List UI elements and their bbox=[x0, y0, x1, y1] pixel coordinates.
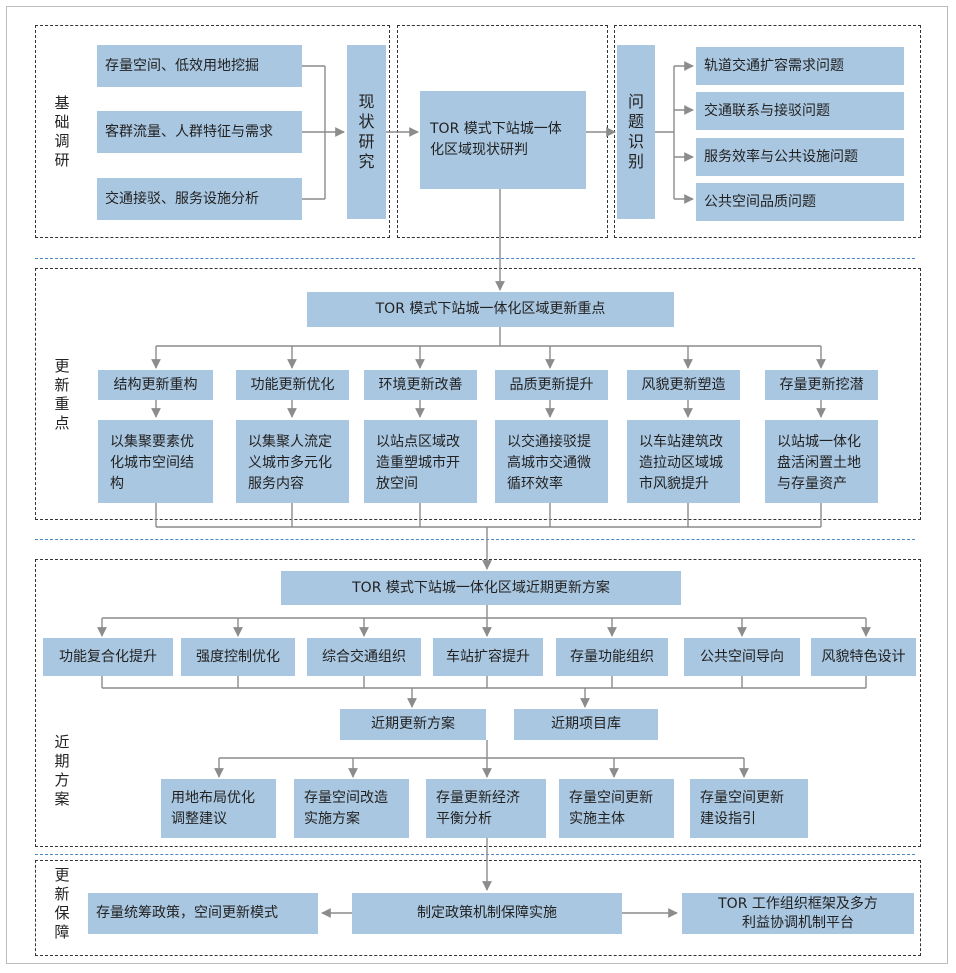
plan-output-box: 存量空间更新 实施主体 bbox=[559, 779, 674, 838]
box-text: 公共空间导向 bbox=[700, 648, 784, 665]
outer-frame bbox=[6, 6, 948, 964]
focus-category-box: 结构更新重构 bbox=[98, 370, 213, 400]
box-text: 存量更新经济 平衡分析 bbox=[436, 789, 520, 827]
plan-item-box: 风貌特色设计 bbox=[811, 638, 916, 676]
box-text: 问 题 识 别 bbox=[627, 92, 644, 171]
guarantee-policy-box: 存量统筹政策，空间更新模式 bbox=[88, 893, 318, 934]
box-text: 近期项目库 bbox=[551, 716, 621, 732]
update-focus-panel bbox=[35, 268, 921, 520]
box-text: 存量统筹政策，空间更新模式 bbox=[96, 905, 278, 921]
box-text: 风貌更新塑造 bbox=[641, 376, 726, 393]
near-term-plan-panel bbox=[35, 559, 921, 847]
research-input-box: 客群流量、人群特征与需求 bbox=[97, 111, 302, 153]
plan-title-box: TOR 模式下站城一体化区域近期更新方案 bbox=[281, 571, 681, 605]
section-label-update-focus: 更 新 重 点 bbox=[54, 357, 70, 432]
box-text: 交通联系与接驳问题 bbox=[704, 102, 830, 119]
box-text: 存量功能组织 bbox=[570, 648, 654, 665]
focus-detail-box: 以集聚人流定 义城市多元化 服务内容 bbox=[236, 420, 349, 503]
plan-output-box: 存量空间改造 实施方案 bbox=[294, 779, 409, 838]
box-text: 轨道交通扩容需求问题 bbox=[704, 57, 844, 74]
guarantee-center-box: 制定政策机制保障实施 bbox=[352, 893, 622, 934]
focus-detail-box: 以车站建筑改 造拉动区域城 市风貌提升 bbox=[627, 420, 740, 503]
box-text: 存量空间、低效用地挖掘 bbox=[105, 57, 259, 74]
plan-item-box: 存量功能组织 bbox=[556, 638, 668, 676]
research-input-box: 存量空间、低效用地挖掘 bbox=[97, 45, 302, 87]
status-analysis-box: TOR 模式下站城一体 化区域现状研判 bbox=[420, 91, 586, 189]
box-text: 以车站建筑改 造拉动区域城 市风貌提升 bbox=[639, 434, 723, 492]
section-label-basic-research: 基 础 调 研 bbox=[54, 94, 70, 169]
box-text: 存量更新挖潜 bbox=[779, 376, 864, 393]
problem-box: 交通联系与接驳问题 bbox=[696, 92, 904, 130]
box-text: 以集聚要素优 化城市空间结 构 bbox=[110, 434, 194, 492]
box-text: 车站扩容提升 bbox=[446, 648, 530, 665]
box-text: 综合交通组织 bbox=[322, 648, 406, 665]
box-text: 客群流量、人群特征与需求 bbox=[105, 123, 273, 140]
box-text: 存量空间更新 实施主体 bbox=[569, 789, 653, 827]
box-text: TOR 模式下站城一体化区域更新重点 bbox=[375, 301, 606, 317]
guarantee-platform-box: TOR 工作组织框架及多方 利益协调机制平台 bbox=[682, 893, 914, 934]
box-text: 强度控制优化 bbox=[196, 648, 280, 665]
box-text: 功能复合化提升 bbox=[59, 648, 157, 665]
focus-category-box: 存量更新挖潜 bbox=[765, 370, 878, 400]
box-text: 品质更新提升 bbox=[509, 376, 594, 393]
plan-item-box: 车站扩容提升 bbox=[433, 638, 543, 676]
separator-line bbox=[35, 539, 915, 540]
box-text: 以集聚人流定 义城市多元化 服务内容 bbox=[248, 434, 332, 492]
box-text: 结构更新重构 bbox=[113, 376, 198, 393]
problem-identification-box: 问 题 识 别 bbox=[617, 45, 655, 219]
plan-output-box: 存量更新经济 平衡分析 bbox=[426, 779, 546, 838]
box-text: TOR 工作组织框架及多方 利益协调机制平台 bbox=[718, 895, 878, 931]
problem-box: 服务效率与公共设施问题 bbox=[696, 138, 904, 176]
box-text: 以站点区域改 造重塑城市开 放空间 bbox=[376, 434, 460, 492]
box-text: 环境更新改善 bbox=[378, 376, 463, 393]
box-text: 功能更新优化 bbox=[250, 376, 335, 393]
plan-item-box: 公共空间导向 bbox=[684, 638, 800, 676]
problem-box: 公共空间品质问题 bbox=[696, 183, 904, 221]
plan-item-box: 功能复合化提升 bbox=[43, 638, 173, 676]
plan-output-box: 用地布局优化 调整建议 bbox=[161, 779, 276, 838]
guarantee-panel bbox=[35, 860, 921, 956]
box-text: 交通接驳、服务设施分析 bbox=[105, 190, 259, 207]
box-text: 制定政策机制保障实施 bbox=[417, 905, 557, 921]
separator-line bbox=[35, 854, 915, 855]
box-text: 近期更新方案 bbox=[371, 716, 455, 732]
focus-category-box: 功能更新优化 bbox=[236, 370, 349, 400]
focus-category-box: 环境更新改善 bbox=[364, 370, 477, 400]
section-label-guarantee: 更 新 保 障 bbox=[54, 866, 70, 941]
focus-category-box: 风貌更新塑造 bbox=[627, 370, 740, 400]
separator-line bbox=[35, 258, 915, 259]
focus-detail-box: 以交通接驳提 高城市交通微 循环效率 bbox=[495, 420, 608, 503]
box-text: TOR 模式下站城一体 化区域现状研判 bbox=[430, 121, 562, 158]
box-text: TOR 模式下站城一体化区域近期更新方案 bbox=[352, 579, 610, 596]
box-text: 公共空间品质问题 bbox=[704, 193, 816, 210]
focus-category-box: 品质更新提升 bbox=[495, 370, 608, 400]
box-text: 存量空间更新 建设指引 bbox=[700, 789, 784, 827]
box-text: 以交通接驳提 高城市交通微 循环效率 bbox=[507, 434, 591, 492]
problem-box: 轨道交通扩容需求问题 bbox=[696, 47, 904, 85]
plan-output-box: 存量空间更新 建设指引 bbox=[690, 779, 808, 838]
focus-detail-box: 以站城一体化 盘活闲置土地 与存量资产 bbox=[765, 420, 878, 503]
box-text: 风貌特色设计 bbox=[821, 648, 906, 665]
box-text: 存量空间改造 实施方案 bbox=[304, 789, 388, 827]
box-text: 以站城一体化 盘活闲置土地 与存量资产 bbox=[777, 434, 861, 492]
focus-title-box: TOR 模式下站城一体化区域更新重点 bbox=[307, 292, 674, 327]
box-text: 服务效率与公共设施问题 bbox=[704, 148, 858, 165]
near-term-library-box: 近期项目库 bbox=[514, 709, 658, 740]
status-study-box: 现 状 研 究 bbox=[347, 45, 386, 219]
box-text: 现 状 研 究 bbox=[358, 92, 375, 171]
focus-detail-box: 以站点区域改 造重塑城市开 放空间 bbox=[364, 420, 477, 503]
focus-detail-box: 以集聚要素优 化城市空间结 构 bbox=[98, 420, 213, 503]
section-label-near-term-plan: 近 期 方 案 bbox=[54, 733, 70, 808]
box-text: 用地布局优化 调整建议 bbox=[171, 789, 255, 827]
research-input-box: 交通接驳、服务设施分析 bbox=[97, 178, 302, 220]
plan-item-box: 综合交通组织 bbox=[307, 638, 421, 676]
near-term-scheme-box: 近期更新方案 bbox=[340, 709, 486, 740]
plan-item-box: 强度控制优化 bbox=[181, 638, 295, 676]
